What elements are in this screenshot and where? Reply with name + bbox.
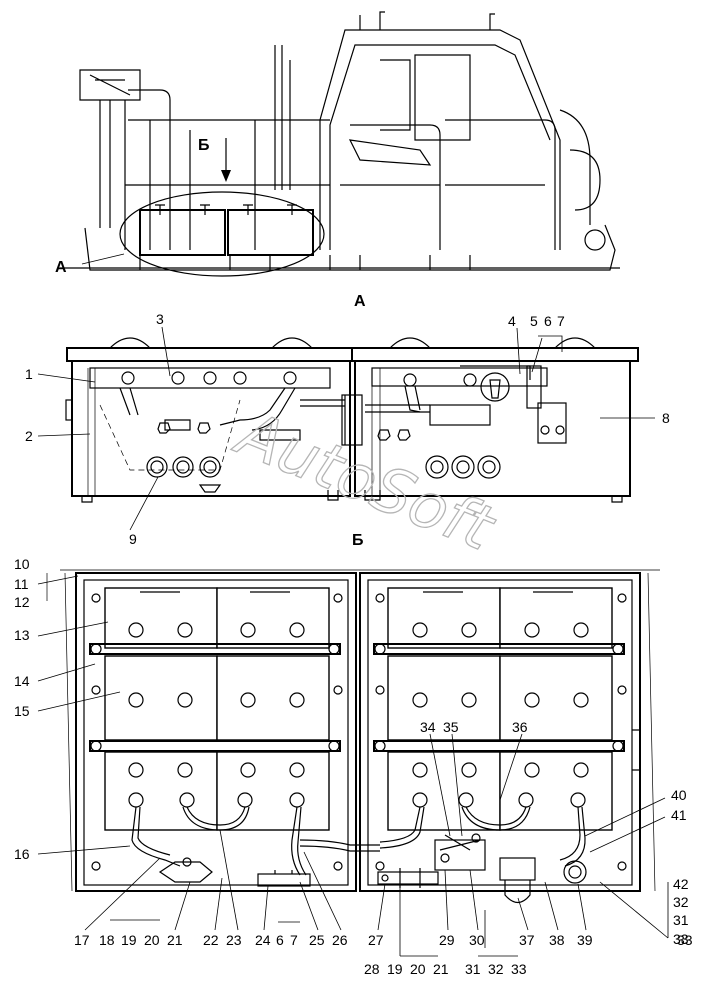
callout-9: 9 <box>129 531 137 547</box>
callout-27: 27 <box>368 932 384 948</box>
callout-33-row2: 33 <box>511 961 527 977</box>
callout-16: 16 <box>14 846 30 862</box>
callout-7-bottom: 7 <box>290 932 298 948</box>
callout-26: 26 <box>332 932 348 948</box>
watermark: AutoSoft <box>225 395 506 565</box>
callout-32-right: 32 <box>673 894 689 910</box>
callout-33-row1: 33 <box>677 932 693 948</box>
callout-13: 13 <box>14 627 30 643</box>
callout-11: 11 <box>14 576 29 592</box>
callout-6-bottom: 6 <box>276 932 284 948</box>
machine-side-view <box>60 11 620 277</box>
detail-marker-a: А <box>55 259 67 276</box>
callout-38: 38 <box>549 932 565 948</box>
view-a-battery-boxes <box>37 326 655 531</box>
view-a-title: А <box>354 293 366 310</box>
callout-10: 10 <box>14 556 30 572</box>
callout-4: 4 <box>508 313 516 329</box>
callout-24: 24 <box>255 932 271 948</box>
callout-2: 2 <box>25 428 33 444</box>
callout-42: 42 <box>673 876 689 892</box>
callout-37: 37 <box>519 932 535 948</box>
callout-18: 18 <box>99 932 115 948</box>
callout-25: 25 <box>309 932 325 948</box>
callout-33-right: 33 <box>673 931 689 947</box>
callout-19: 19 <box>121 932 137 948</box>
callout-7: 7 <box>557 313 565 329</box>
callout-29: 29 <box>439 932 455 948</box>
callout-6: 6 <box>544 313 552 329</box>
callout-21-row2: 21 <box>433 961 449 977</box>
callout-15: 15 <box>14 703 30 719</box>
callout-3: 3 <box>156 311 164 327</box>
callout-36: 36 <box>512 719 528 735</box>
callout-34: 34 <box>420 719 436 735</box>
callout-22: 22 <box>203 932 219 948</box>
callout-39: 39 <box>577 932 593 948</box>
callout-20: 20 <box>144 932 160 948</box>
callout-21: 21 <box>167 932 183 948</box>
callout-31-row2: 31 <box>465 961 481 977</box>
callout-14: 14 <box>14 673 30 689</box>
callout-12: 12 <box>14 594 30 610</box>
callout-30: 30 <box>469 932 485 948</box>
callout-17: 17 <box>74 932 90 948</box>
callout-32-row2: 32 <box>488 961 504 977</box>
callout-5: 5 <box>530 313 538 329</box>
callout-31-right: 31 <box>673 912 689 928</box>
callout-40: 40 <box>671 787 687 803</box>
callout-8: 8 <box>662 410 670 426</box>
callout-23: 23 <box>226 932 242 948</box>
view-b-title: Б <box>352 532 364 549</box>
view-arrow-label: Б <box>198 137 210 154</box>
callout-20-row2: 20 <box>410 961 426 977</box>
callout-35: 35 <box>443 719 459 735</box>
callout-41: 41 <box>671 807 687 823</box>
callout-1: 1 <box>25 366 33 382</box>
view-b-top-view <box>37 569 669 957</box>
callout-28: 28 <box>364 961 380 977</box>
callout-19-row2: 19 <box>387 961 403 977</box>
